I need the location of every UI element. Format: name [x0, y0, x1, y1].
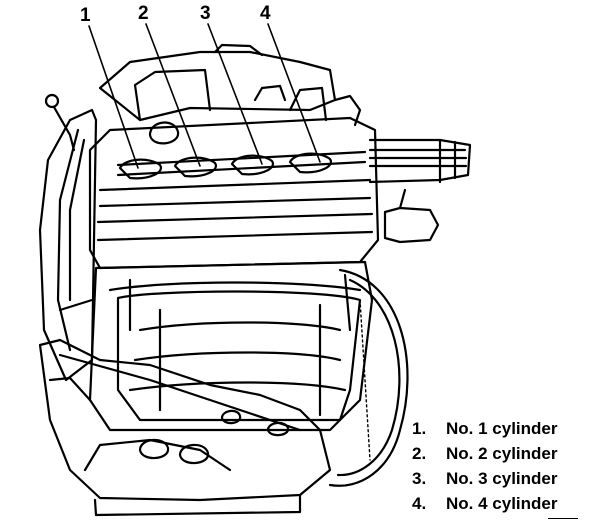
legend-number: 3. — [412, 469, 427, 488]
oil-pan — [116, 290, 362, 422]
legend-label: No. 1 cylinder — [446, 419, 558, 438]
legend-item-4: 4. No. 4 cylinder — [412, 491, 557, 516]
cylinder-head — [88, 116, 380, 270]
callout-2: 2 — [138, 3, 149, 24]
callout-leaders — [88, 23, 321, 169]
legend-label: No. 3 cylinder — [446, 469, 558, 488]
callout-4: 4 — [260, 3, 271, 24]
legend-number: 2. — [412, 444, 427, 463]
legend: 1. No. 1 cylinder 2. No. 2 cylinder 3. No. … — [412, 416, 557, 516]
intake-manifold — [98, 43, 362, 145]
legend-number: 4. — [412, 494, 427, 513]
legend-number: 1. — [412, 419, 427, 438]
engine-block — [58, 260, 374, 432]
legend-item-1: 1. No. 1 cylinder — [412, 416, 557, 441]
flywheel — [328, 268, 409, 487]
lower-block — [38, 338, 332, 517]
timing-belt-cover — [38, 108, 98, 382]
callout-1: 1 — [80, 5, 91, 26]
divider — [548, 518, 578, 519]
dipstick — [44, 93, 76, 152]
legend-label: No. 4 cylinder — [446, 494, 558, 513]
wiring-harness — [368, 138, 472, 244]
legend-label: No. 2 cylinder — [446, 444, 558, 463]
legend-item-3: 3. No. 3 cylinder — [412, 466, 557, 491]
callout-3: 3 — [200, 3, 211, 24]
legend-item-2: 2. No. 2 cylinder — [412, 441, 557, 466]
